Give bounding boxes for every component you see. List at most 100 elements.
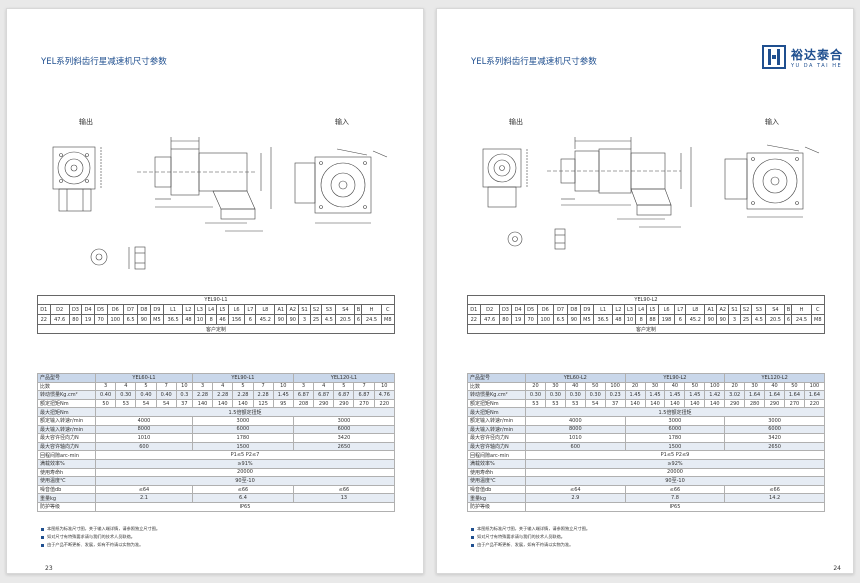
spec-value-cell: 24.5 — [361, 314, 382, 325]
perf-row-label: 比数 — [467, 381, 526, 392]
perf-cell: 4 — [313, 381, 335, 392]
perf-cell: 37 — [175, 398, 193, 409]
perf-cell: 600 — [95, 441, 193, 452]
perf-cell: 5 — [333, 381, 355, 392]
spec-header-cell: D7 — [123, 304, 139, 315]
spec-header-cell: L7 — [244, 304, 257, 315]
spec-header-cell: L3 — [623, 304, 637, 315]
perf-row-label: 最大输入转速r/min — [37, 424, 96, 435]
spec-value-cell: 6 — [354, 314, 363, 325]
spec-header-cell: L5 — [216, 304, 229, 315]
perf-cell: ≥91% — [95, 458, 395, 469]
perf-cell: 6000 — [624, 424, 726, 435]
perf-cell: 1.45 — [664, 390, 686, 400]
spec-header-cell: L2 — [612, 304, 625, 315]
bullet-icon — [471, 535, 474, 539]
spec-value-cell: 80 — [498, 314, 513, 325]
perf-cell: 0.23 — [604, 390, 626, 400]
spec-value-cell: 80 — [68, 314, 83, 325]
footnotes: 本图纸为标准尺寸图，关于输入端详情，请参照独立尺寸图。如对尺寸有特殊要求请与我们… — [471, 525, 590, 549]
perf-row: 噪音值db≤64≤66≤66 — [467, 484, 825, 495]
perf-cell: 2.28 — [232, 390, 254, 400]
perf-cell: 1500 — [191, 441, 294, 452]
brand-logo: 裕达泰合 YU DA TAI HE — [761, 45, 843, 69]
perf-cell: 54 — [155, 398, 177, 409]
perf-row-label: 转动惯量Kg.cm² — [467, 390, 526, 400]
perf-cell: 1.45 — [644, 390, 666, 400]
spec-header-cell: D6 — [536, 304, 555, 315]
spec-header-cell: D8 — [137, 304, 151, 315]
perf-cell: 6000 — [292, 424, 396, 435]
perf-cell: 0.30 — [525, 390, 546, 400]
perf-cell: 2.28 — [191, 390, 214, 400]
perf-cell: 30 — [544, 381, 566, 392]
spec-header-cell: D5 — [523, 304, 538, 315]
perf-cell: 0.30 — [544, 390, 566, 400]
perf-model-header: YEL90-L1 — [191, 373, 294, 383]
spec-header-cell: S1 — [298, 304, 311, 315]
perf-cell: 3000 — [191, 415, 294, 426]
spec-value-cell: 3 — [298, 314, 311, 325]
perf-row-label: 最大容许径向力N — [467, 433, 526, 443]
page-left: YEL系列斜齿行星减速机尺寸参数 输出 输入 — [6, 8, 424, 574]
perf-cell: 20000 — [525, 467, 825, 478]
spec-header-cell: S3 — [751, 304, 767, 315]
perf-cell: 6000 — [191, 424, 294, 435]
perf-cell: 53 — [525, 398, 546, 409]
logo-icon — [761, 45, 786, 69]
perf-row-label: 最大扭矩Nm — [37, 407, 96, 417]
perf-row: 噪音值db≤64≤66≤66 — [37, 484, 396, 495]
spec-table-footer: 客户定制 — [467, 324, 825, 334]
logo-en-text: YU DA TAI HE — [790, 62, 843, 69]
footnote-item: 如对尺寸有特殊要求请与我们的技术人员联络。 — [41, 533, 160, 541]
footnote-text: 如对尺寸有特殊要求请与我们的技术人员联络。 — [47, 534, 135, 539]
spec-header-cell: H — [361, 304, 382, 315]
perf-cell: 50 — [584, 381, 606, 392]
perf-cell: 20 — [724, 381, 746, 392]
perf-cell: 0.3 — [175, 390, 193, 400]
perf-cell: 270 — [353, 398, 375, 409]
perf-cell: 6.87 — [333, 390, 355, 400]
perf-cell: 0.40 — [155, 390, 177, 400]
perf-cell: P1≤5 P2≤9 — [525, 450, 825, 460]
perf-row-label: 产品型号 — [467, 373, 526, 383]
spec-header-cell: D9 — [579, 304, 595, 315]
page-number: 24 — [833, 565, 841, 572]
perf-cell: 3420 — [292, 433, 396, 443]
spec-header-cell: L6 — [227, 304, 246, 315]
spec-header-cell: A2 — [286, 304, 300, 315]
perf-cell: 1010 — [95, 433, 193, 443]
footnote-text: 由于产品不断更新、发展，如有不符请以实物为准。 — [477, 542, 574, 547]
perf-cell: 3.02 — [724, 390, 746, 400]
perf-row-label: 重量kg — [467, 493, 526, 503]
spec-value-cell: 6.5 — [553, 314, 569, 325]
perf-cell: 140 — [664, 398, 686, 409]
spec-header-cell: L8 — [685, 304, 706, 315]
spec-header-cell: S2 — [309, 304, 323, 315]
spec-header-cell: L1 — [163, 304, 184, 315]
perf-cell: 0.30 — [564, 390, 586, 400]
perf-cell: 2.1 — [95, 493, 193, 503]
spec-value-cell: 90 — [274, 314, 288, 325]
spec-value-cell: 6 — [674, 314, 687, 325]
perf-cell: 20 — [525, 381, 546, 392]
dimension-drawing — [482, 137, 820, 250]
spec-header-cell: D2 — [479, 304, 500, 315]
page-heading: YEL系列斜齿行星减速机尺寸参数 — [471, 57, 597, 67]
perf-model-header: YEL90-L2 — [624, 373, 726, 383]
perf-cell: 90至-10 — [525, 476, 825, 486]
spec-table-footer: 客户定制 — [37, 324, 395, 334]
spec-value-cell: M8 — [380, 314, 395, 325]
footnote-text: 由于产品不断更新、发展，如有不符请以实物为准。 — [47, 542, 144, 547]
perf-row-label: 回程间隙arc-min — [37, 450, 96, 460]
spec-value-cell: 47.6 — [49, 314, 70, 325]
perf-cell: 40 — [664, 381, 686, 392]
spec-value-cell: 46 — [216, 314, 229, 325]
spec-value-cell: 45.2 — [685, 314, 706, 325]
spec-value-cell: 8 — [635, 314, 648, 325]
perf-cell: 140 — [212, 398, 234, 409]
